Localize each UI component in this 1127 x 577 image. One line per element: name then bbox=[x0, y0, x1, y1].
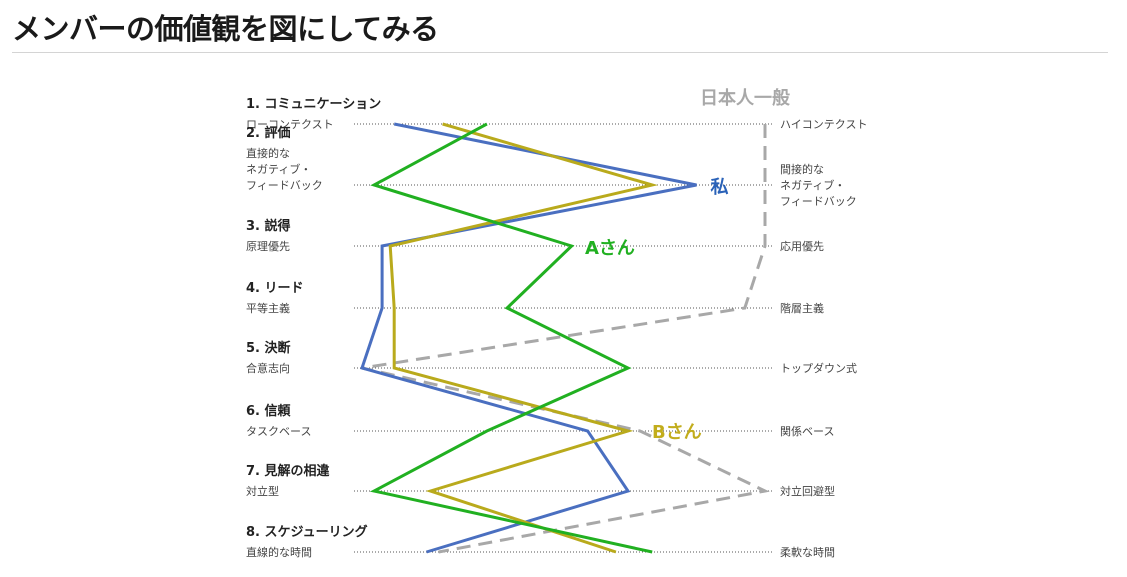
dimension-title: 8. スケジューリング bbox=[246, 524, 368, 540]
left-pole-label: 平等主義 bbox=[246, 301, 290, 315]
left-pole-label: ネガティブ・ bbox=[246, 162, 311, 176]
left-pole-label: 原理優先 bbox=[246, 240, 290, 253]
dimension-title: 7. 見解の相違 bbox=[246, 463, 330, 479]
right-pole-label: 階層主義 bbox=[780, 301, 824, 315]
series-label: Aさん bbox=[585, 238, 635, 259]
title-divider bbox=[12, 52, 1108, 53]
right-pole-label: 間接的な bbox=[780, 162, 824, 176]
series-label: Bさん bbox=[652, 422, 702, 443]
left-pole-label: 対立型 bbox=[246, 484, 279, 498]
dimension-title: 6. 信頼 bbox=[246, 403, 292, 419]
right-pole-label: 対立回避型 bbox=[780, 484, 835, 498]
dimension-title: 4. リード bbox=[246, 281, 304, 296]
right-pole-label: ハイコンテクスト bbox=[780, 118, 867, 131]
left-pole-label: ローコンテクスト bbox=[246, 118, 334, 131]
dimension-title: 1. コミュニケーション bbox=[246, 97, 381, 112]
right-pole-label: ネガティブ・ bbox=[780, 178, 845, 192]
series-label: 私 bbox=[710, 177, 728, 198]
series-line bbox=[361, 124, 770, 554]
right-pole-label: トップダウン式 bbox=[780, 361, 857, 375]
left-pole-label: 直接的な bbox=[246, 146, 290, 160]
left-pole-label: フィードバック bbox=[246, 179, 323, 192]
dimension-title: 5. 決断 bbox=[246, 340, 291, 356]
series-label: 日本人一般 bbox=[700, 87, 790, 109]
left-pole-label: タスクベース bbox=[246, 425, 311, 438]
right-pole-label: 関係ベース bbox=[780, 425, 834, 438]
series-line bbox=[360, 122, 697, 554]
series-line bbox=[388, 122, 659, 554]
dimension-title: 3. 説得 bbox=[246, 218, 291, 234]
right-pole-label: フィードバック bbox=[780, 195, 857, 208]
dimension-title: 2. 評価 bbox=[246, 125, 291, 141]
series-line bbox=[369, 122, 653, 554]
page-title: メンバーの価値観を図にしてみる bbox=[12, 12, 439, 46]
left-pole-label: 直線的な時間 bbox=[246, 545, 312, 559]
right-pole-label: 応用優先 bbox=[780, 239, 824, 253]
left-pole-label: 合意志向 bbox=[246, 361, 290, 375]
right-pole-label: 柔軟な時間 bbox=[780, 545, 835, 559]
